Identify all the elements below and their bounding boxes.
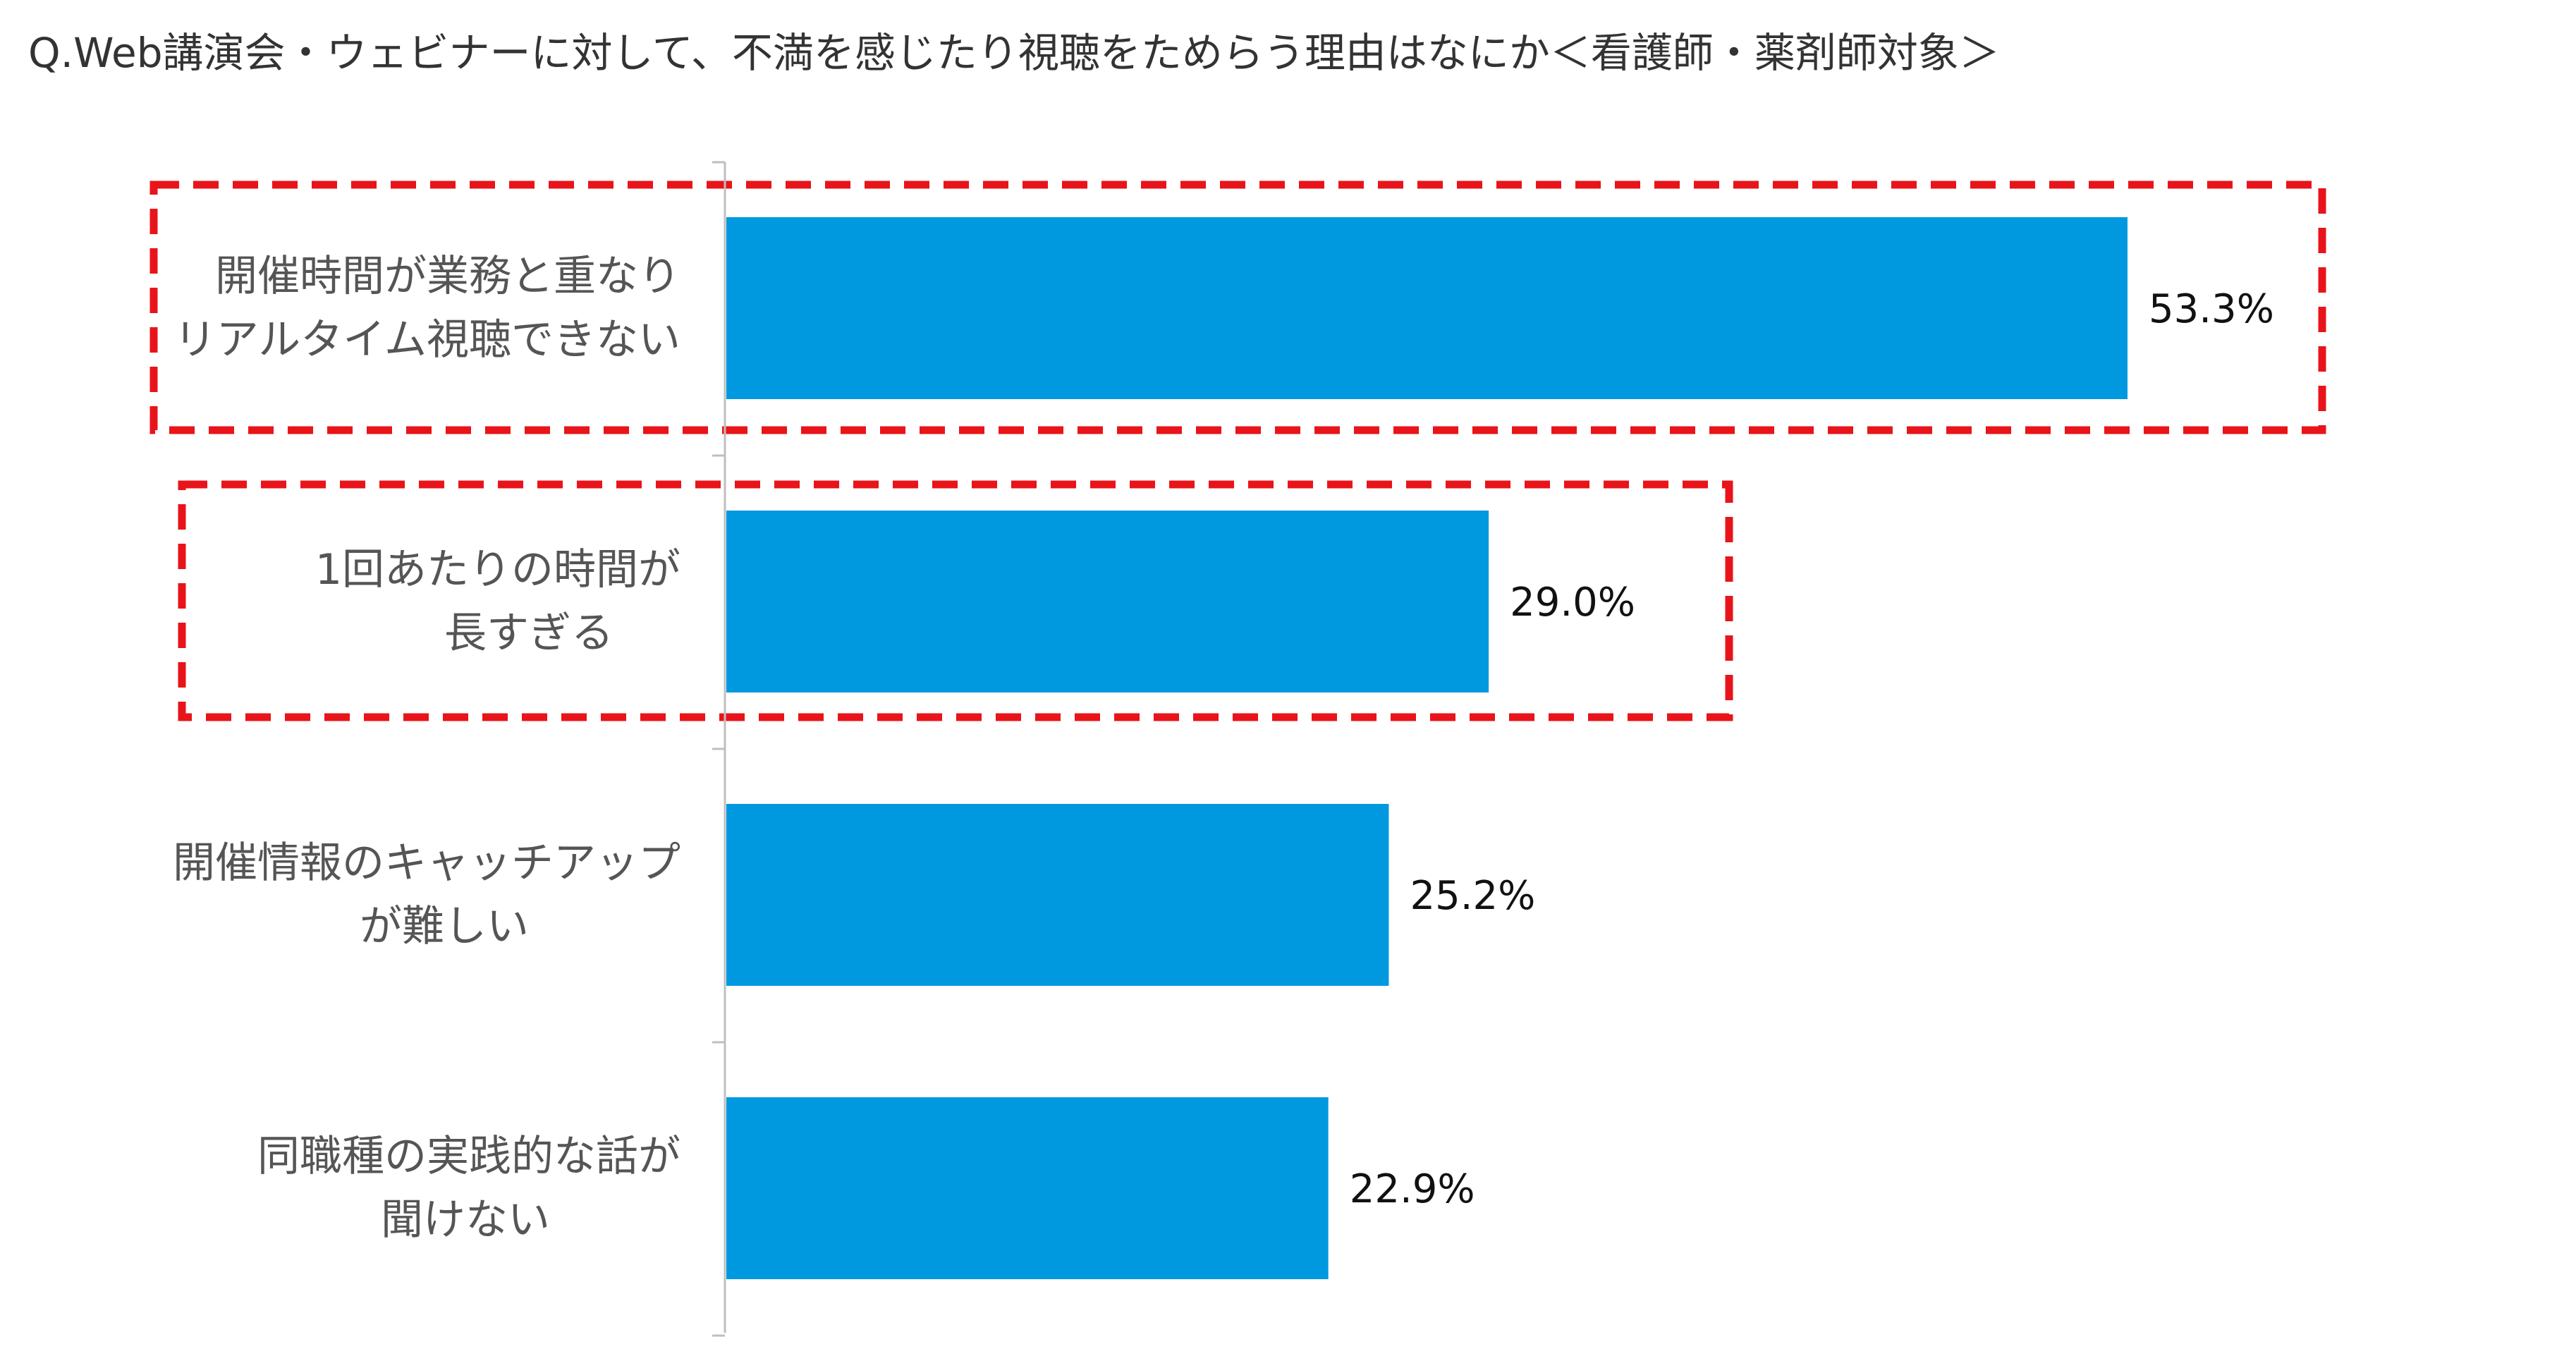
category-label-3: 同職種の実践的な話が聞けない bbox=[257, 1132, 680, 1245]
value-label-0: 53.3% bbox=[2149, 286, 2274, 332]
bar-0 bbox=[726, 217, 2128, 399]
bar-1 bbox=[726, 511, 1489, 692]
category-label-line: 長すぎる bbox=[444, 609, 614, 658]
value-labels: 53.3% 29.0% 25.2% 22.9% bbox=[1350, 286, 2274, 1212]
category-labels: 開催時間が業務と重なりリアルタイム視聴できない 1回あたりの時間が長すぎる開催情報… bbox=[173, 252, 680, 1245]
category-label-line: が難しい bbox=[360, 902, 529, 951]
category-label-line: リアルタイム視聴できない bbox=[174, 315, 680, 365]
category-label-line: 1回あたりの時間が bbox=[315, 545, 680, 594]
category-label-line: 開催時間が業務と重なり bbox=[215, 252, 680, 301]
bars bbox=[726, 217, 2128, 1279]
category-label-1: 1回あたりの時間が長すぎる bbox=[315, 545, 680, 658]
bar-2 bbox=[726, 804, 1389, 986]
bar-3 bbox=[726, 1097, 1329, 1279]
category-label-line: 聞けない bbox=[381, 1195, 550, 1245]
value-label-1: 29.0% bbox=[1510, 580, 1635, 625]
value-label-2: 25.2% bbox=[1410, 873, 1535, 919]
category-label-line: 同職種の実践的な話が bbox=[257, 1132, 680, 1181]
chart-title: Q.Web講演会・ウェビナーに対して、不満を感じたり視聴をためらう理由はなにか＜… bbox=[28, 29, 2000, 77]
category-label-0: 開催時間が業務と重なりリアルタイム視聴できない bbox=[174, 252, 680, 365]
category-axis bbox=[712, 161, 726, 1337]
highlight-boxes bbox=[149, 181, 2326, 721]
highlight-box-0 bbox=[149, 181, 2326, 434]
value-label-3: 22.9% bbox=[1350, 1166, 1475, 1212]
highlight-box-1 bbox=[178, 480, 1733, 721]
category-label-line: 開催情報のキャッチアップ bbox=[173, 838, 680, 888]
category-label-2: 開催情報のキャッチアップが難しい bbox=[173, 838, 680, 951]
